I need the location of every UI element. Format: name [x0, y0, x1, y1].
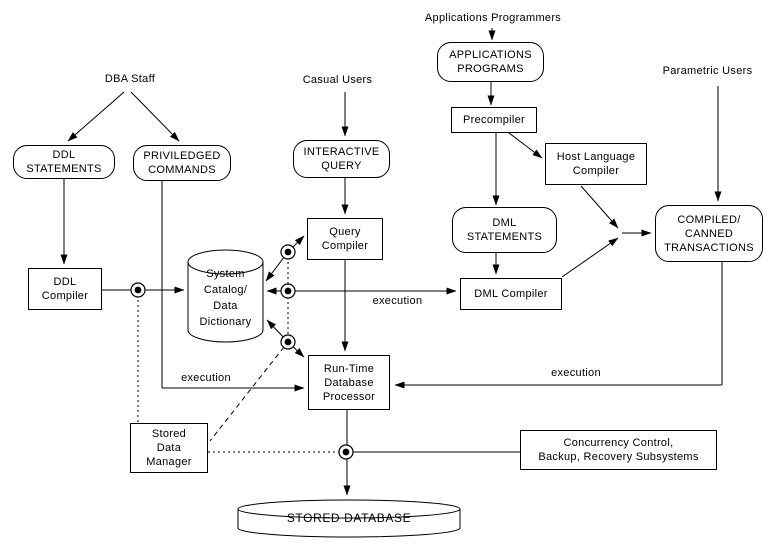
edge-dba-to-priviledgedcommands	[130, 91, 180, 142]
node-precompiler: Precompiler	[451, 107, 537, 133]
bullseye-connectors	[130, 244, 354, 460]
node-ddl-compiler: DDL Compiler	[28, 268, 102, 310]
node-stored-database-label: STORED DATABASE	[286, 511, 412, 525]
node-ddl-statements-label: DDL STATEMENTS	[26, 149, 102, 175]
edge-label-execution-middle: execution	[372, 295, 423, 307]
node-precompiler-label: Precompiler	[463, 114, 525, 126]
node-applications-programs-label: APPLICATIONS PROGRAMS	[449, 49, 532, 75]
edge-precompiler-to-hostlanguagecompiler	[508, 132, 543, 159]
node-dml-compiler: DML Compiler	[460, 278, 562, 310]
node-ddl-statements: DDL STATEMENTS	[13, 145, 115, 179]
node-compiled-canned-transactions: COMPILED/ CANNED TRANSACTIONS	[655, 205, 763, 262]
node-priviledged-commands-label: PRIVILEDGED COMMANDS	[143, 150, 221, 176]
edge-dashed-bullseye-to-storeddatamanager	[209, 346, 285, 442]
node-dml-compiler-label: DML Compiler	[474, 288, 548, 300]
actor-casual-users: Casual Users	[302, 74, 373, 86]
node-concurrency-control: Concurrency Control, Backup, Recovery Su…	[520, 430, 717, 470]
node-system-catalog-label: System Catalog/ Data Dictionary	[199, 268, 252, 328]
edge-label-execution-left: execution	[181, 372, 231, 384]
system-catalog-cylinder-shape	[187, 249, 264, 343]
node-interactive-query: INTERACTIVE QUERY	[293, 140, 390, 178]
node-interactive-query-label: INTERACTIVE QUERY	[303, 146, 380, 172]
node-dml-statements: DML STATEMENTS	[452, 207, 557, 253]
node-stored-data-manager-label: Stored Data Manager	[146, 428, 192, 468]
node-query-compiler-label: Query Compiler	[321, 226, 369, 252]
bullseye-catalog-top	[280, 244, 296, 260]
edge-label-execution-right: execution	[551, 367, 601, 379]
bullseye-ddl	[130, 282, 146, 298]
node-compiled-canned-transactions-label: COMPILED/ CANNED TRANSACTIONS	[664, 213, 754, 254]
actor-applications-programmers: Applications Programmers	[424, 12, 562, 24]
actor-parametric-users: Parametric Users	[662, 65, 753, 77]
node-query-compiler: Query Compiler	[307, 218, 383, 260]
node-applications-programs: APPLICATIONS PROGRAMS	[437, 42, 544, 82]
node-runtime-database-processor: Run-Time Database Processor	[308, 355, 390, 410]
node-stored-data-manager: Stored Data Manager	[130, 423, 208, 473]
node-priviledged-commands: PRIVILEDGED COMMANDS	[133, 145, 231, 181]
node-host-language-compiler-label: Host Language Compiler	[556, 151, 636, 177]
edge-dmlcompiler-to-junction	[561, 237, 619, 278]
actor-dba-staff: DBA Staff	[104, 73, 156, 85]
bullseye-catalog-mid	[280, 283, 296, 299]
node-runtime-database-processor-label: Run-Time Database Processor	[322, 362, 376, 403]
bullseye-storeddatabase	[338, 444, 354, 460]
node-dml-statements-label: DML STATEMENTS	[466, 217, 543, 243]
bullseye-catalog-bottom	[280, 334, 296, 350]
node-host-language-compiler: Host Language Compiler	[545, 143, 647, 185]
stored-database-cylinder-shape	[237, 499, 461, 538]
node-concurrency-control-label: Concurrency Control, Backup, Recovery Su…	[538, 437, 699, 463]
edge-dba-to-ddlstatements	[67, 91, 125, 142]
edge-hostlanguagecompiler-to-junction	[580, 185, 619, 229]
node-ddl-compiler-label: DDL Compiler	[41, 276, 89, 302]
